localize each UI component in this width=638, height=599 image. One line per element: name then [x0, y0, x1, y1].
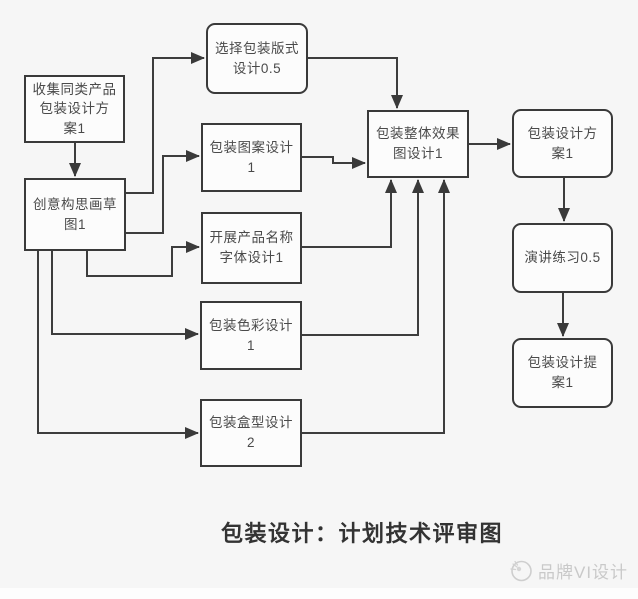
node-label: 包装设计方 案1 — [527, 125, 598, 161]
node-label: 演讲练习0.5 — [524, 250, 601, 266]
node-proposal: 包装设计提 案1 — [512, 338, 613, 408]
node-label: 开展产品名称 字体设计1 — [209, 230, 294, 265]
edge-font-design-to-overall-effect — [302, 179, 397, 248]
node-overall-effect: 包装整体效果 图设计1 — [367, 110, 469, 178]
node-label: 收集同类产品 包装设计方 案1 — [32, 81, 117, 136]
node-font-design: 开展产品名称 字体设计1 — [201, 212, 302, 284]
edge-concept-sketch-to-font-design — [86, 241, 200, 277]
node-label: 创意构思画草 图1 — [33, 196, 117, 232]
edge-concept-sketch-to-color-design — [51, 251, 199, 340]
edge-color-design-to-overall-effect — [302, 179, 424, 336]
node-color-design: 包装色彩设计 1 — [200, 301, 302, 370]
edge-concept-sketch-to-layout-design — [126, 52, 205, 194]
node-concept-sketch: 创意构思画草 图1 — [24, 178, 126, 251]
edge-box-design-to-overall-effect — [302, 179, 450, 434]
brand-watermark: 品牌VI设计 — [507, 556, 628, 584]
node-design-plan: 包装设计方 案1 — [512, 109, 613, 178]
node-label: 包装图案设计 1 — [209, 139, 294, 175]
edge-concept-sketch-to-pattern-design — [126, 150, 200, 234]
node-label: 包装盒型设计 2 — [209, 415, 293, 450]
edge-pattern-design-to-overall-effect — [302, 156, 366, 169]
node-rehearsal: 演讲练习0.5 — [512, 223, 613, 293]
node-label: 包装设计提 案1 — [527, 355, 598, 390]
edge-concept-sketch-to-box-design — [37, 251, 199, 439]
node-layout-design: 选择包装版式 设计0.5 — [206, 23, 308, 94]
node-label: 包装整体效果 图设计1 — [376, 126, 460, 161]
edge-layout-design-to-overall-effect — [308, 57, 403, 109]
node-box-design: 包装盒型设计 2 — [200, 399, 302, 467]
diagram-title: 包装设计：计划技术评审图 — [221, 521, 504, 546]
node-label: 选择包装版式 设计0.5 — [215, 40, 299, 76]
bottom-strip — [0, 588, 638, 599]
node-pattern-design: 包装图案设计 1 — [201, 123, 302, 192]
brand-logo-icon — [510, 560, 532, 582]
brand-watermark-text: 品牌VI设计 — [538, 562, 629, 582]
node-collect-samples: 收集同类产品 包装设计方 案1 — [24, 75, 125, 143]
node-label: 包装色彩设计 1 — [209, 317, 293, 353]
